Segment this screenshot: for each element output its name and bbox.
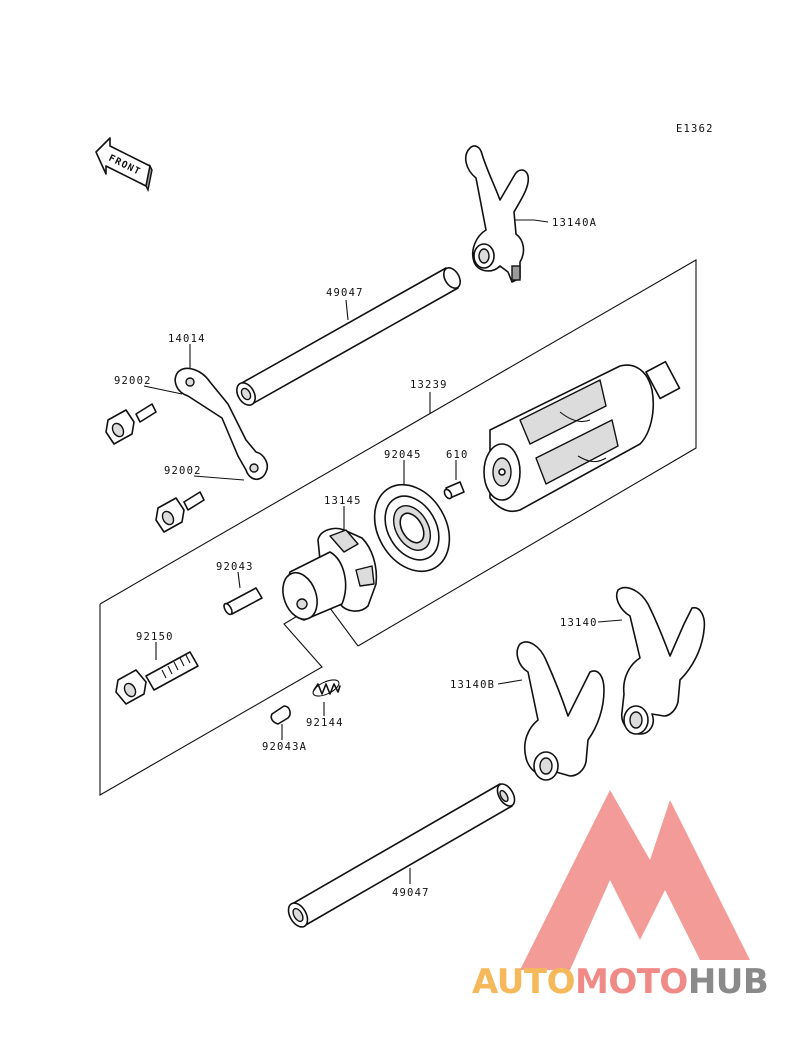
dowel-pin [223,587,263,616]
ball-bearing [373,483,451,573]
spring [312,679,341,697]
brand-wordmark: AUTOMOTOHUB [472,962,792,1002]
assembly-frame-upper [99,259,697,647]
shift-fork-13140 [615,586,706,735]
bolt-upper [105,403,157,445]
label-92002-lower: 92002 [164,465,202,477]
label-13239: 13239 [410,379,448,391]
drum-holder [282,527,378,621]
small-pin [443,481,465,500]
shift-rod-lower [287,783,516,928]
label-13145: 13145 [324,495,362,507]
automotohub-logo-icon [520,790,750,970]
pin-a [270,705,291,725]
label-92043a: 92043A [262,741,307,753]
label-49047-upper: 49047 [326,287,364,299]
diagram-code: E1362 [676,123,714,135]
label-13140a: 13140A [552,217,597,229]
label-13140: 13140 [560,617,598,629]
shift-drum [483,360,681,513]
long-bolt [115,651,199,705]
retaining-plate [174,367,269,481]
label-92002-upper: 92002 [114,375,152,387]
brand-part-auto: AUTO [472,962,575,1002]
label-92045: 92045 [384,449,422,461]
shift-fork-13140a [464,145,530,283]
shift-rod-upper [236,267,461,406]
brand-part-moto: MOTO [574,962,688,1002]
label-49047-lower: 49047 [392,887,430,899]
front-arrow-icon: FRONT [95,137,153,193]
label-13140b: 13140B [450,679,495,691]
bolt-lower [155,491,205,533]
brand-part-hub: HUB [687,962,769,1002]
label-92150: 92150 [136,631,174,643]
label-92043: 92043 [216,561,254,573]
label-92144: 92144 [306,717,344,729]
shift-fork-13140b [516,641,605,781]
label-14014: 14014 [168,333,206,345]
label-610: 610 [446,449,469,461]
